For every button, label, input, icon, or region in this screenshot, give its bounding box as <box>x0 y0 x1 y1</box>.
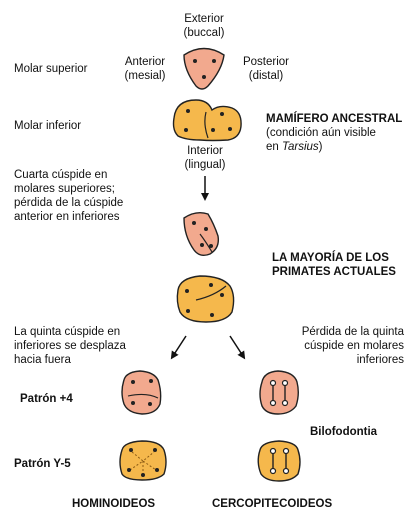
ancestral-upper-molar <box>183 47 225 90</box>
label-cercopithecoid: CERCOPITECOIDEOS <box>212 498 333 510</box>
ancestral-note-2-suffix: ) <box>318 141 323 153</box>
label-bilophodont: Bilofodontia <box>310 426 378 438</box>
right-branch-line-1: Pérdida de la quinta <box>301 326 404 338</box>
label-posterior: Posterior (distal) <box>234 55 298 83</box>
label-pattern-y5: Patrón Y-5 <box>14 458 71 470</box>
exterior-sub-text: (buccal) <box>183 27 225 39</box>
left-branch-line-1: La quinta cúspide en <box>14 326 121 338</box>
interior-text: Interior <box>187 145 223 157</box>
exterior-text: Exterior <box>184 13 224 25</box>
left-branch-line-2: inferiores se desplaza <box>14 340 126 352</box>
primates-line-1: LA MAYORÍA DE LOS <box>272 252 389 264</box>
ancestral-note-2-italic: Tarsius <box>282 141 319 153</box>
anterior-text: Anterior <box>124 56 166 68</box>
change-1-line-3: pérdida de la cúspide <box>14 197 124 209</box>
ancestral-block: MAMÍFERO ANCESTRAL (condición aún visibl… <box>266 112 402 154</box>
change-1-block: Cuarta cúspide en molares superiores; pé… <box>14 168 123 224</box>
ancestral-note-2-prefix: en <box>266 141 282 153</box>
interior-sub-text: (lingual) <box>184 159 226 171</box>
label-pattern-plus4: Patrón +4 <box>20 393 73 405</box>
arrow-left-branch <box>170 335 187 360</box>
label-upper-molar: Molar superior <box>14 63 88 75</box>
anterior-sub-text: (mesial) <box>124 70 166 82</box>
label-lower-molar: Molar inferior <box>14 120 82 132</box>
ancestral-note-2: en Tarsius) <box>266 140 402 154</box>
posterior-text: Posterior <box>242 56 290 68</box>
label-exterior: Exterior (buccal) <box>168 12 240 40</box>
primate-lower-molar <box>176 275 235 323</box>
label-interior: Interior (lingual) <box>172 144 238 172</box>
cercopithecoid-upper-molar <box>259 370 299 415</box>
left-branch-block: La quinta cúspide en inferiores se despl… <box>14 325 126 367</box>
left-branch-line-3: hacia fuera <box>14 354 71 366</box>
change-1-line-1: Cuarta cúspide en <box>14 169 108 181</box>
posterior-sub-text: (distal) <box>248 70 284 82</box>
label-anterior: Anterior (mesial) <box>116 55 174 83</box>
primates-block: LA MAYORÍA DE LOS PRIMATES ACTUALES <box>272 251 396 279</box>
label-hominoid: HOMINOIDEOS <box>72 498 156 510</box>
change-1-line-2: molares superiores; <box>14 183 115 195</box>
hominoid-lower-molar <box>119 440 167 481</box>
ancestral-lower-molar <box>172 99 242 142</box>
right-branch-line-3: inferiores <box>356 354 404 366</box>
primate-upper-molar <box>183 211 220 257</box>
arrow-right-branch <box>229 335 246 360</box>
primates-line-2: PRIMATES ACTUALES <box>272 266 396 278</box>
change-1-line-4: anterior en inferiores <box>14 211 120 223</box>
right-branch-block: Pérdida de la quinta cúspide en molares … <box>262 325 404 367</box>
cercopithecoid-lower-molar <box>257 440 301 482</box>
right-branch-line-2: cúspide en molares <box>304 340 404 352</box>
hominoid-upper-molar <box>121 370 162 415</box>
ancestral-title: MAMÍFERO ANCESTRAL <box>266 113 403 125</box>
ancestral-note-1: (condición aún visible <box>266 127 376 139</box>
